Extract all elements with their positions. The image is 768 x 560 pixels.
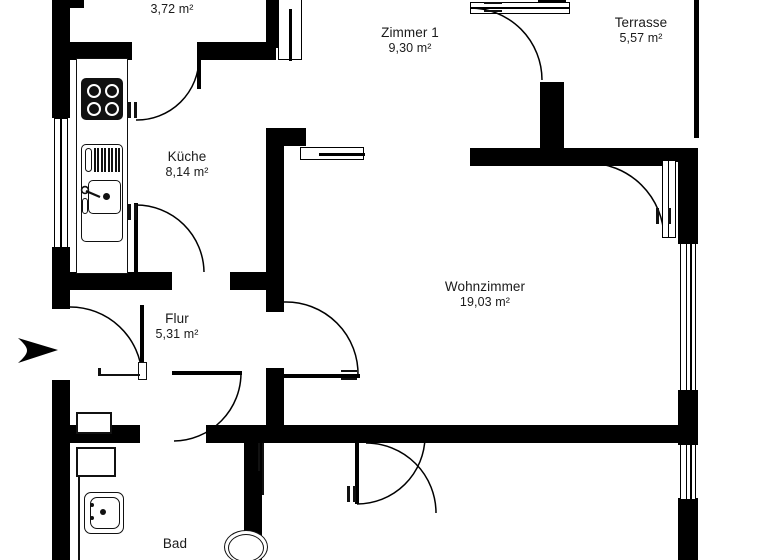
burner-top-left <box>87 84 101 98</box>
sink-side-slot <box>82 198 88 214</box>
door-jamb-balcony-b <box>668 208 671 224</box>
washbasin-tap-cold <box>90 516 94 520</box>
door-jamb-kitchen-top-a <box>128 102 131 118</box>
door-jamb-balcony-a <box>656 208 659 224</box>
room-label-zimmer1: Zimmer 1 9,30 m² <box>350 25 470 57</box>
window-right-lower <box>680 444 696 500</box>
door-leaf-entrance[interactable] <box>140 305 144 375</box>
room-name: Terrasse <box>614 15 668 30</box>
wall-kitchen-bottom <box>52 272 172 290</box>
sink-drain-hole <box>103 193 110 200</box>
window-left-kitchen <box>54 118 68 248</box>
door-jamb-bath-tick-b <box>262 443 265 495</box>
door-leaf-bath[interactable] <box>172 371 242 375</box>
door-jamb-living-lower-a <box>347 486 350 502</box>
stove-four-burner-icon <box>81 78 123 120</box>
room-name: Flur <box>165 311 189 326</box>
door-threshold-entrance-2 <box>98 368 101 376</box>
wall-exterior-right-lower <box>678 498 698 560</box>
wall-exterior-right-living-top <box>678 148 698 244</box>
door-hinge-entrance <box>138 362 147 380</box>
door-threshold-entrance <box>98 374 140 376</box>
door-jamb-terrace-b <box>484 10 502 13</box>
room-label-terrasse: Terrasse 5,57 m² <box>581 15 701 47</box>
room-name: Bad <box>162 536 188 551</box>
room-name: Küche <box>167 149 207 164</box>
wall-kitchen-right <box>266 128 284 288</box>
wall-hall-bottom-left <box>52 425 140 443</box>
room-label-bad: Bad <box>115 536 235 552</box>
bath-niche-upper <box>76 412 112 434</box>
door-jamb-kitchen-bottom-b <box>134 204 137 220</box>
door-jamb-bath-tick-a <box>258 443 261 471</box>
door-jamb-living-lower-b <box>353 486 356 502</box>
wall-bath-right <box>244 425 262 560</box>
door-jamb-terrace-a <box>484 2 502 5</box>
door-jamb-hall-living-a <box>341 370 357 373</box>
room-label-wohnzimmer: Wohnzimmer 19,03 m² <box>415 279 555 311</box>
door-leaf-hall-living[interactable] <box>284 374 360 378</box>
door-leaf-kitchen-bottom[interactable] <box>134 203 138 273</box>
wall-living-bottom <box>366 425 696 443</box>
drainboard-grooves <box>94 148 120 172</box>
door-jamb-hall-living-b <box>341 378 357 381</box>
bath-niche-lower <box>76 447 116 477</box>
wall-right-door-stub <box>660 148 680 162</box>
wall-zimmer1-bottom <box>470 148 670 166</box>
sink-drainboard <box>85 148 92 172</box>
wall-balcony-bottom-right <box>200 42 276 60</box>
wall-kitchen-right-upper <box>266 0 280 48</box>
wall-balcony-bottom-left <box>52 42 132 60</box>
wall-hall-right-lower <box>266 368 284 443</box>
washbasin-drain <box>100 509 106 515</box>
room-area: 8,14 m² <box>165 165 209 180</box>
bath-wall-thin <box>78 477 81 560</box>
room-area: 5,57 m² <box>619 31 663 46</box>
door-jamb-kitchen-top-b <box>134 102 137 118</box>
wall-top-left <box>52 0 84 8</box>
door-leaf-living-lower[interactable] <box>355 436 359 504</box>
burner-top-right <box>105 84 119 98</box>
window-balcony-right-leaf <box>662 160 676 238</box>
room-name: Wohnzimmer <box>444 279 526 294</box>
wall-zimmer1-stem <box>540 82 564 152</box>
room-area: 19,03 m² <box>459 295 511 310</box>
washbasin-tap-hot <box>90 503 94 507</box>
wall-hall-right-upper <box>266 290 284 312</box>
room-label-flur: Flur 5,31 m² <box>117 311 237 343</box>
window-living-slider <box>300 147 365 160</box>
wall-living-top <box>266 128 306 146</box>
toilet-bowl <box>228 534 264 560</box>
burner-bottom-right <box>105 102 119 116</box>
room-label-balkon-top: 3,72 m² <box>122 2 222 17</box>
room-area: 9,30 m² <box>388 41 432 56</box>
burner-bottom-left <box>87 102 101 116</box>
wall-exterior-right-upper <box>694 0 699 138</box>
window-zimmer1-slider <box>278 0 302 61</box>
room-name: Zimmer 1 <box>381 25 439 40</box>
wall-kitchen-bottom-right <box>230 272 284 290</box>
room-area: 3,72 m² <box>150 2 194 16</box>
window-right-living <box>680 243 696 391</box>
room-area: 5,31 m² <box>155 327 199 342</box>
door-jamb-kitchen-bottom-a <box>128 204 131 220</box>
room-label-kueche: Küche 8,14 m² <box>127 149 247 181</box>
